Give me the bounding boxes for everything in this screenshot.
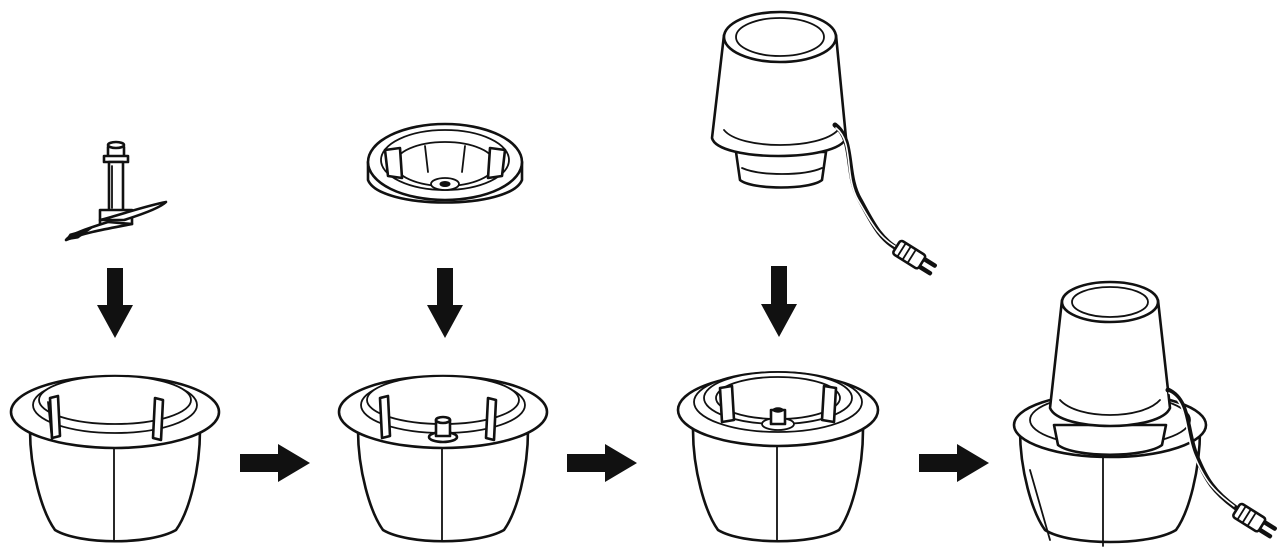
right-arrow (240, 444, 310, 482)
power-cord (832, 122, 903, 253)
power-plug (1232, 502, 1277, 539)
right-arrow (567, 444, 637, 482)
down-arrow (427, 268, 463, 338)
down-arrow (761, 266, 797, 337)
motor-unit (710, 10, 937, 276)
right-arrow (919, 444, 989, 482)
step-2 (337, 122, 637, 543)
bowl-with-blade (337, 374, 549, 543)
bowl-with-lid (676, 371, 880, 543)
blade-assembly (64, 140, 168, 242)
step-3 (676, 10, 989, 543)
bowl (9, 374, 221, 543)
power-plug (892, 239, 937, 276)
lid (366, 122, 524, 204)
down-arrow (97, 268, 133, 338)
step-1 (9, 140, 310, 543)
step-4-assembled (1012, 280, 1277, 547)
